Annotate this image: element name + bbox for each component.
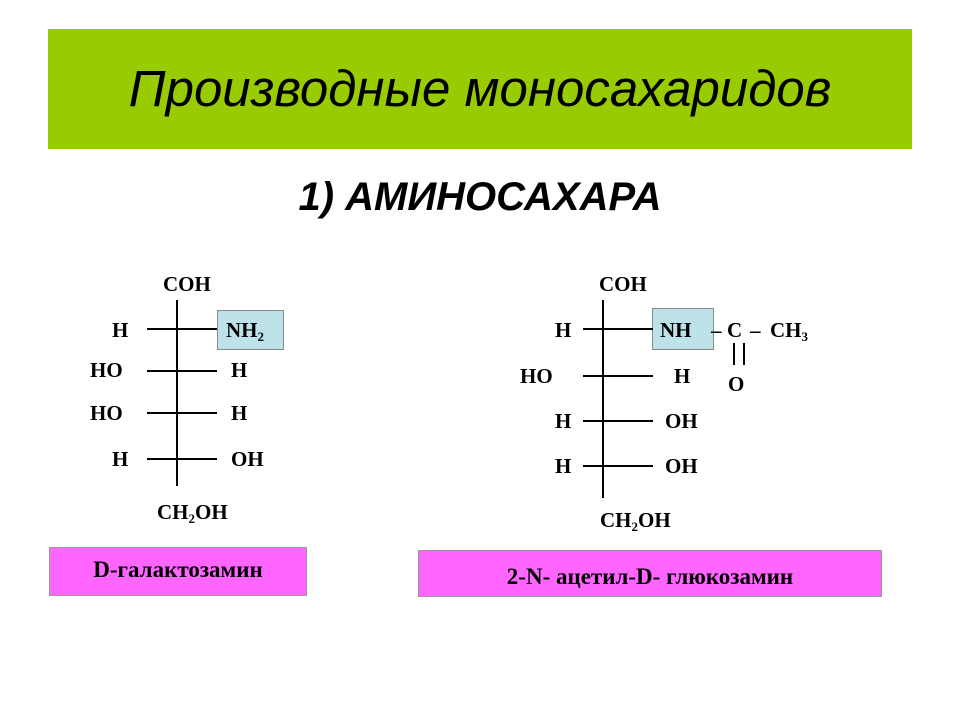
right-row1-left: H — [555, 318, 572, 342]
left-backbone-line — [176, 300, 178, 486]
right-carbonyl-bond-a — [733, 343, 735, 365]
right-row1-right: NH — [660, 318, 692, 342]
right-acetyl-dash-2: – — [750, 318, 761, 342]
left-name-box: D-галактозамин — [49, 547, 307, 596]
right-acetyl-carbon: C — [727, 318, 743, 342]
right-carbonyl-bond-b — [743, 343, 745, 365]
left-bottom-group: CH2OH — [157, 500, 228, 526]
left-bond-1 — [147, 328, 217, 330]
right-top-group: COH — [599, 272, 647, 296]
right-row3-left: H — [555, 409, 572, 433]
right-name-box: 2-N- ацетил-D- глюкозамин — [418, 550, 882, 597]
right-compound-name: 2-N- ацетил-D- глюкозамин — [506, 564, 794, 589]
right-row3-right: OH — [665, 409, 698, 433]
left-row1-left: H — [112, 318, 129, 342]
right-row2-right: H — [674, 364, 691, 388]
right-bond-3 — [583, 420, 653, 422]
left-bond-3 — [147, 412, 217, 414]
right-acetyl-oxygen: O — [728, 372, 745, 396]
slide-title: Производные моносахаридов — [128, 60, 832, 117]
left-bond-4 — [147, 458, 217, 460]
left-row3-left: HO — [90, 401, 123, 425]
right-bond-2 — [583, 375, 653, 377]
right-acetyl-methyl: CH3 — [770, 318, 808, 344]
right-acetyl-dash-1: – — [711, 318, 722, 342]
left-top-group: COH — [163, 272, 211, 296]
left-bond-2 — [147, 370, 217, 372]
left-row4-right: OH — [231, 447, 264, 471]
right-backbone-line — [602, 300, 604, 498]
right-bond-1 — [583, 328, 653, 330]
right-row4-right: OH — [665, 454, 698, 478]
left-row4-left: H — [112, 447, 129, 471]
left-row1-right: NH2 — [226, 318, 264, 344]
right-row4-left: H — [555, 454, 572, 478]
right-bond-4 — [583, 465, 653, 467]
right-bottom-group: CH2OH — [600, 508, 671, 534]
left-row2-right: H — [231, 358, 248, 382]
title-banner: Производные моносахаридов — [48, 29, 912, 149]
left-compound-name: D-галактозамин — [93, 557, 263, 582]
left-row3-right: H — [231, 401, 248, 425]
slide-subtitle: 1) АМИНОСАХАРА — [298, 175, 662, 219]
right-row2-left: HO — [520, 364, 553, 388]
left-amino-highlight — [217, 310, 284, 350]
left-row2-left: HO — [90, 358, 123, 382]
